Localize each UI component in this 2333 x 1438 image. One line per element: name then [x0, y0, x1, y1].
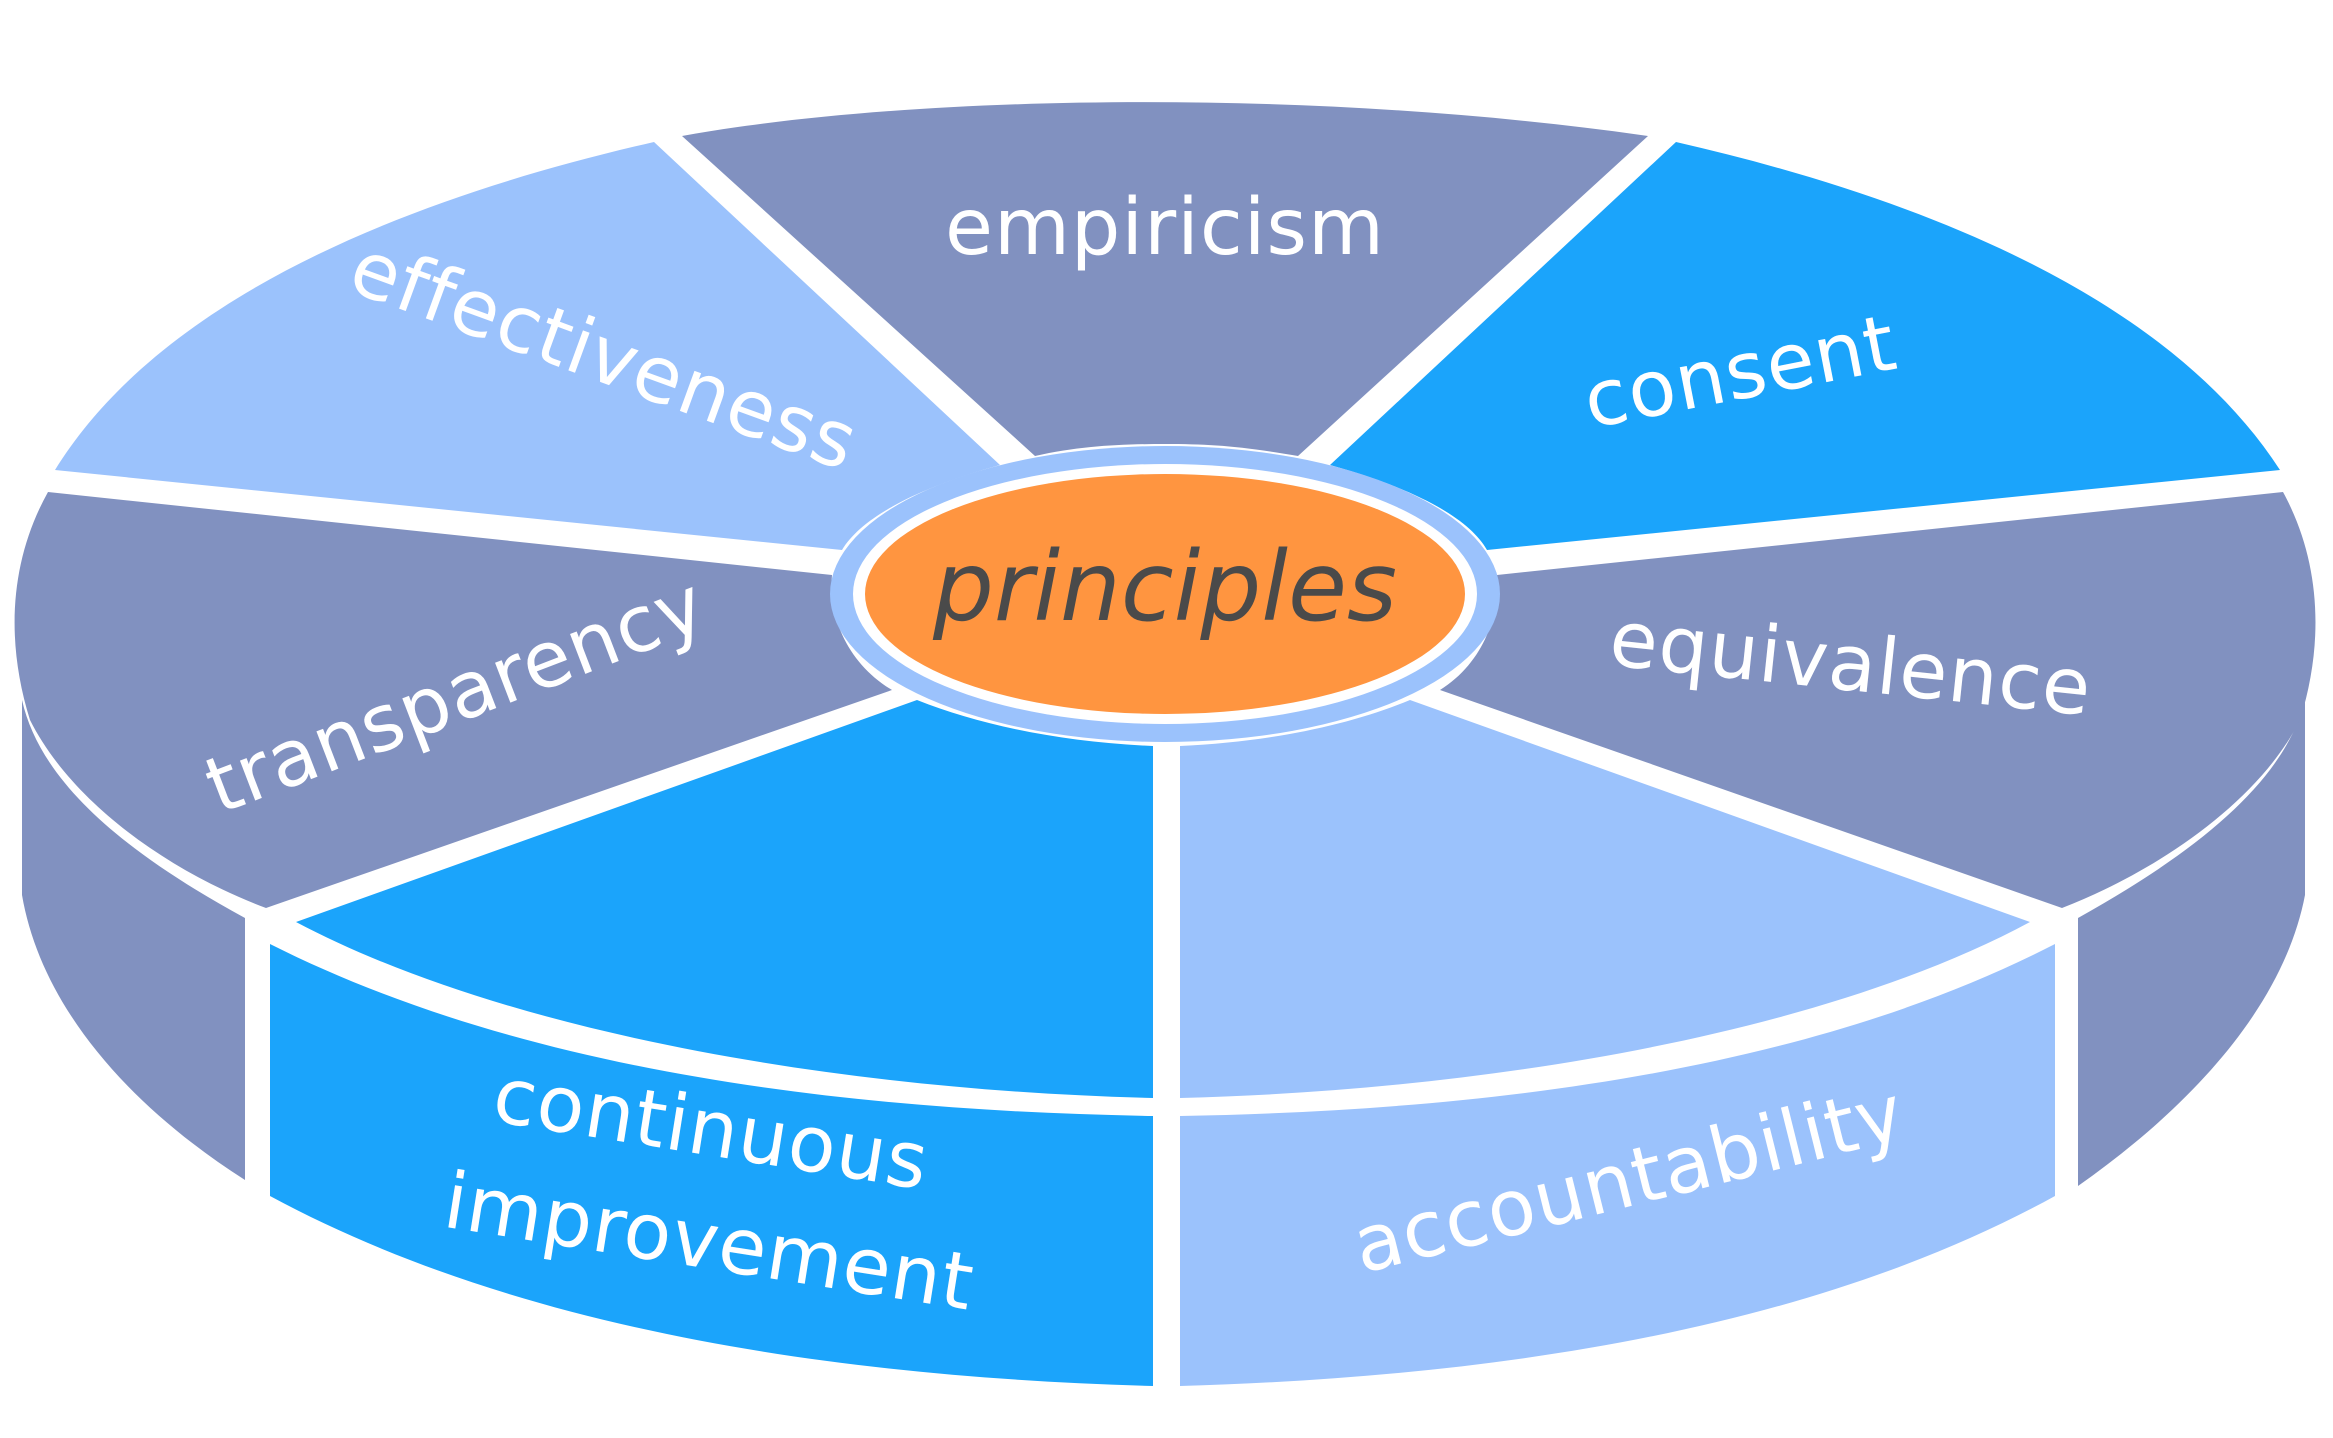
- hub-label: principles: [932, 531, 1397, 643]
- hub: principles: [830, 446, 1500, 742]
- segment-empiricism: [682, 102, 1648, 456]
- segment-consent: [1330, 142, 2280, 550]
- side-wall-continuous-improvement: [270, 944, 1153, 1386]
- cylinder-side: [22, 700, 2305, 1386]
- segment-accountability: [1180, 700, 2030, 1098]
- side-wall-equivalence: [2078, 700, 2305, 1186]
- label-empiricism: empiricism: [945, 183, 1385, 273]
- top-surface: [14, 102, 2316, 1098]
- segment-effectiveness: [55, 142, 1000, 550]
- segment-transparency: [14, 492, 892, 908]
- hub-orange-ellipse: [865, 474, 1465, 714]
- segment-continuous-improvement: [296, 700, 1153, 1098]
- side-wall-accountability: [1180, 944, 2055, 1386]
- side-wall-transparency: [22, 700, 245, 1180]
- segment-equivalence: [1440, 492, 2316, 908]
